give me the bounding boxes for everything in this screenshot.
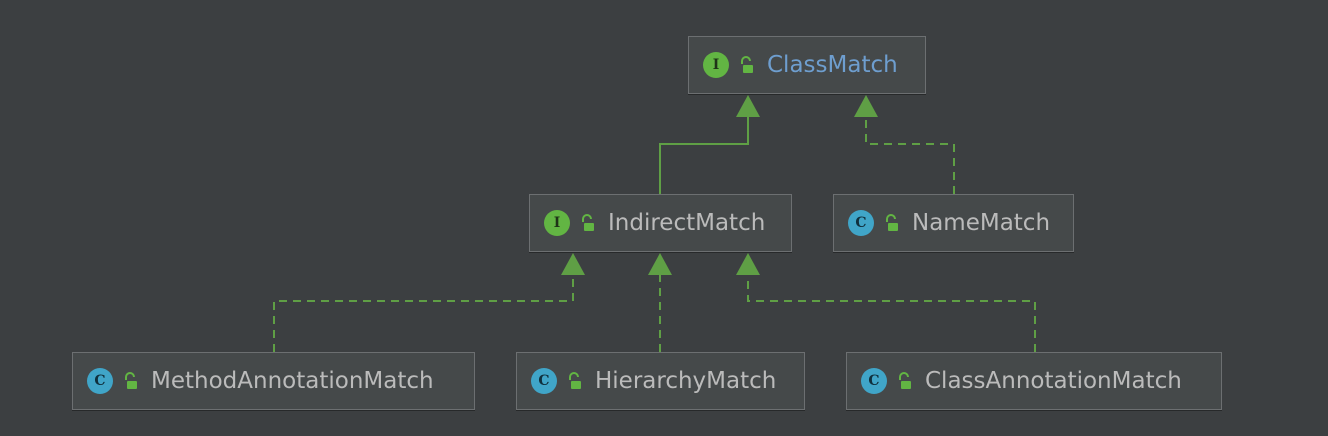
interface-icon: I	[544, 210, 570, 236]
node-label: HierarchyMatch	[595, 368, 777, 394]
arrowhead	[736, 95, 760, 117]
node-label: ClassMatch	[767, 52, 898, 78]
edge-classannotationmatch-to-indirectmatch	[736, 253, 1036, 352]
class-icon: C	[531, 368, 557, 394]
node-classmatch[interactable]: I ClassMatch	[688, 36, 926, 94]
node-label: MethodAnnotationMatch	[151, 368, 434, 394]
node-namematch[interactable]: C NameMatch	[833, 194, 1074, 252]
class-icon: C	[87, 368, 113, 394]
unlocked-icon	[886, 214, 898, 231]
node-label: NameMatch	[912, 210, 1051, 236]
arrowhead	[648, 253, 672, 275]
edge-methodannotationmatch-to-indirectmatch	[273, 253, 585, 352]
arrowhead	[854, 95, 878, 117]
unlocked-icon	[741, 56, 753, 73]
unlocked-icon	[582, 214, 594, 231]
node-classannotationmatch[interactable]: C ClassAnnotationMatch	[846, 352, 1222, 410]
node-label: IndirectMatch	[608, 210, 766, 236]
edge-indirectmatch-to-classmatch	[659, 95, 760, 194]
unlocked-icon	[125, 372, 137, 389]
node-methodannotationmatch[interactable]: C MethodAnnotationMatch	[72, 352, 475, 410]
unlocked-icon	[569, 372, 581, 389]
node-label: ClassAnnotationMatch	[925, 368, 1182, 394]
edge-namematch-to-classmatch	[854, 95, 955, 194]
class-icon: C	[861, 368, 887, 394]
edge-hierarchymatch-to-indirectmatch	[648, 253, 672, 352]
interface-icon: I	[703, 52, 729, 78]
node-hierarchymatch[interactable]: C HierarchyMatch	[516, 352, 805, 410]
unlocked-icon	[899, 372, 911, 389]
node-indirectmatch[interactable]: I IndirectMatch	[529, 194, 792, 252]
arrowhead	[561, 253, 585, 275]
arrowhead	[736, 253, 760, 275]
class-icon: C	[848, 210, 874, 236]
